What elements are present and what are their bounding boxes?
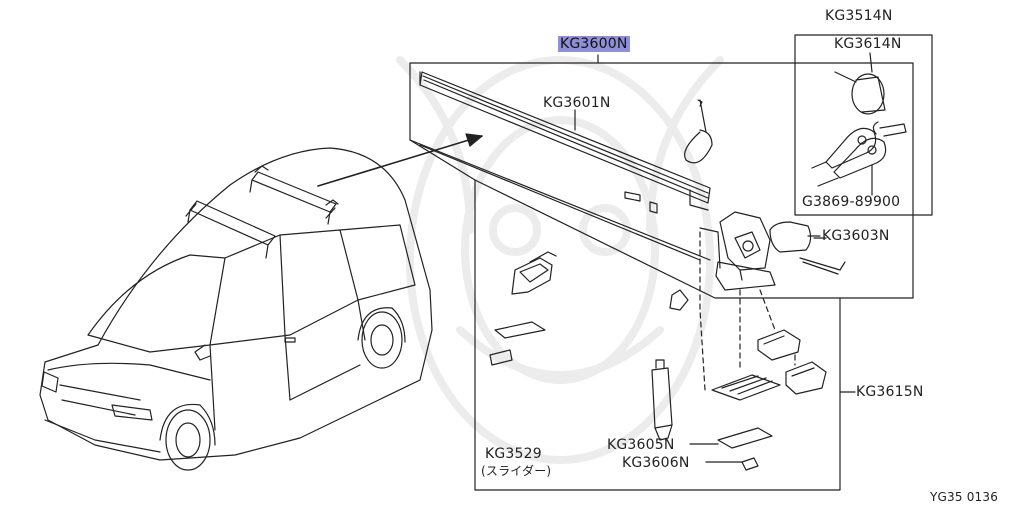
label-kg3601n[interactable]: KG3601N	[543, 95, 611, 111]
roof-rail	[409, 71, 711, 261]
ribbed-pad	[711, 374, 781, 401]
label-kg3600n-text: KG3600N	[560, 36, 628, 52]
assembly-frame-kg3615n	[474, 179, 841, 299]
direction-arrow	[317, 133, 483, 187]
fixing-rod	[799, 257, 846, 275]
label-kg3605n[interactable]: KG3605N	[607, 437, 675, 453]
rail-clips	[624, 191, 658, 214]
slider-block-a	[757, 329, 801, 361]
lock-key-box	[794, 34, 933, 216]
label-kg3529[interactable]: KG3529	[485, 446, 542, 462]
figure-code: YG35 0136	[930, 490, 999, 504]
van-illustration	[39, 147, 433, 471]
label-kg3600n[interactable]: KG3600N	[558, 36, 630, 52]
label-kg3603n[interactable]: KG3603N	[822, 228, 890, 244]
watermark-emblem	[396, 56, 724, 464]
label-kg3514n[interactable]: KG3514N	[825, 8, 893, 24]
slider-bracket	[511, 251, 557, 295]
label-kg3614n[interactable]: KG3614N	[834, 36, 902, 52]
clip-small	[669, 289, 689, 311]
assembly-frame-kg3600n	[409, 54, 914, 491]
slider-block-b	[785, 361, 827, 395]
label-g3869[interactable]: G3869-89900	[802, 194, 901, 210]
grease-tube	[651, 359, 673, 441]
foot-cover	[769, 221, 812, 253]
rack-foot	[699, 211, 776, 291]
label-kg3529-sub: (スライダー)	[481, 464, 552, 478]
label-kg3606n[interactable]: KG3606N	[622, 455, 690, 471]
tag-kg3606n	[741, 457, 759, 471]
label-kg3615n[interactable]: KG3615N	[856, 384, 924, 400]
pad-a	[494, 321, 546, 339]
pad-b	[489, 349, 513, 366]
dashed-leaders	[699, 231, 796, 391]
cable-tie	[684, 99, 713, 164]
sheet-kg3605n	[717, 427, 773, 449]
